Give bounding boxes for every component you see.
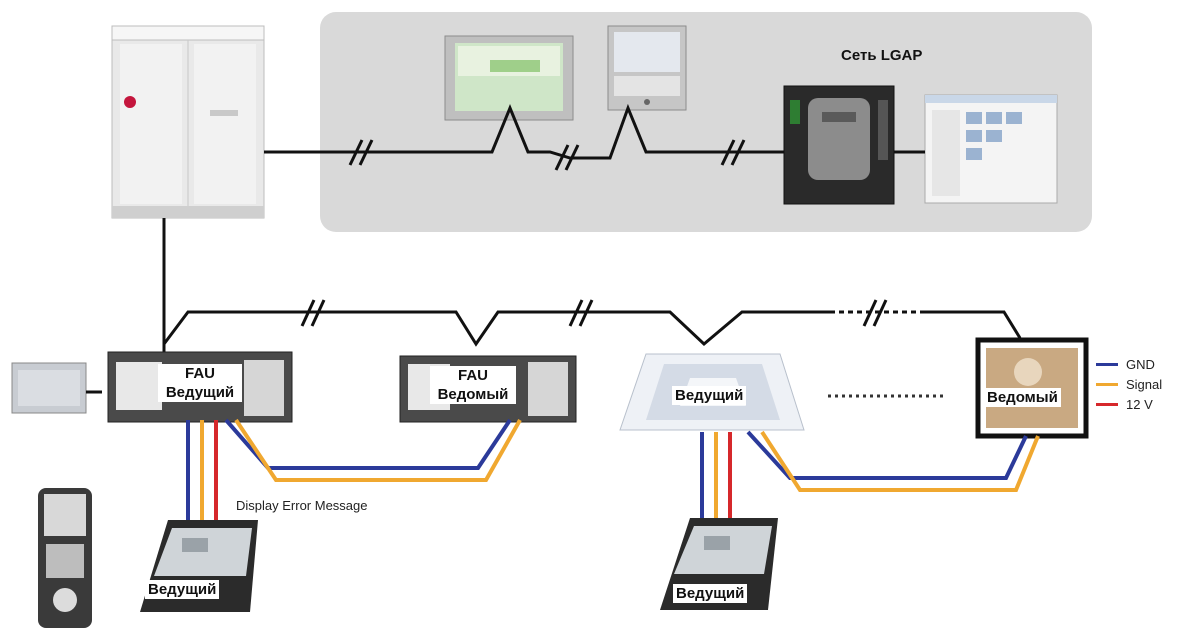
wires-right-controller [700, 432, 732, 522]
legend-item-12v: 12 V [1096, 394, 1162, 414]
controller-left-label: Ведущий [145, 580, 220, 599]
wire-gnd-icon [1096, 362, 1118, 366]
indoor-bus [162, 299, 1022, 347]
touch-controller-icon [444, 35, 574, 121]
dry-contact-icon [11, 362, 102, 414]
fau-master-label: FAU Ведущий [158, 364, 242, 402]
fau-slave-line2: Ведомый [437, 386, 509, 403]
legend-label-12v: 12 V [1126, 396, 1153, 412]
error-message-annotation: Display Error Message [236, 498, 368, 513]
wireless-remote-icon [38, 488, 92, 628]
wires-cassette-link [746, 430, 1040, 492]
gateway-icon [783, 85, 895, 205]
legend-item-gnd: GND [1096, 354, 1162, 374]
fau-master-line1: FAU [185, 365, 215, 382]
legend-label-gnd: GND [1126, 356, 1155, 372]
wires-fau-link [224, 418, 522, 482]
legend-item-signal: Signal [1096, 374, 1162, 394]
fau-slave-label: FAU Ведомый [430, 366, 516, 404]
wire-12v-icon [1096, 402, 1118, 406]
controller-right-label: Ведущий [673, 584, 748, 603]
fau-master-line2: Ведущий [165, 384, 235, 401]
central-controller-icon [607, 25, 687, 111]
network-title: Сеть LGAP [841, 47, 923, 64]
outdoor-unit-icon [111, 25, 265, 219]
cassette-master-label: Ведущий [672, 386, 747, 405]
wires-left-controller [186, 420, 218, 522]
fau-slave-line1: FAU [458, 367, 488, 384]
legend-label-signal: Signal [1126, 376, 1163, 392]
wire-legend: GND Signal 12 V [1096, 354, 1162, 414]
wire-signal-icon [1096, 382, 1118, 386]
lgap-bus [264, 103, 925, 171]
panel-slave-label: Ведомый [984, 388, 1061, 407]
pc-screen-icon [924, 94, 1058, 204]
